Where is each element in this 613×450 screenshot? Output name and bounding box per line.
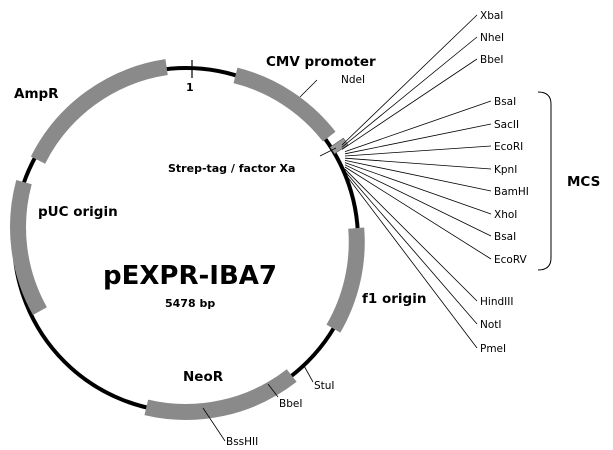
puc-origin-arc: [10, 180, 47, 316]
neor-arc: [144, 369, 297, 420]
mcs-leader-line: [344, 123, 492, 155]
cmv-promoter-label: CMV promoter: [266, 54, 376, 70]
strep-tag-label: Strep-tag / factor Xa: [168, 162, 295, 175]
plasmid-size: 5478 bp: [165, 297, 215, 310]
neor-label: NeoR: [183, 369, 224, 385]
puc-origin-label: pUC origin: [38, 204, 118, 220]
stui-label: StuI: [314, 380, 335, 392]
origin-marker: 1: [186, 81, 194, 94]
ampr-label: AmpR: [14, 86, 59, 102]
mcs-label: MCS: [567, 174, 600, 190]
mcs-site-bbei: BbeI: [480, 54, 503, 66]
mcs-site-bamhi: BamHI: [494, 186, 529, 198]
mcs-site-ecorv: EcoRV: [494, 254, 528, 266]
f1-origin-label: f1 origin: [362, 291, 426, 307]
mcs-site-pmei: PmeI: [480, 343, 506, 355]
ndei-label: NdeI: [341, 74, 365, 86]
stui-leader: [302, 363, 314, 383]
bsshii-leader: [202, 407, 226, 442]
mcs-site-kpni: KpnI: [494, 164, 517, 176]
mcs-bracket: [537, 91, 552, 271]
mcs-site-nhei: NheI: [480, 32, 504, 44]
bsshii-label: BssHII: [226, 436, 258, 448]
mcs-leader-line: [344, 173, 478, 349]
mcs-leader-line: [341, 14, 478, 146]
bbei-lower-leader: [267, 383, 279, 398]
mcs-site-bsai-1: BsaI: [494, 96, 516, 108]
mcs-leader-line: [344, 171, 478, 325]
mcs-leader-line: [344, 164, 492, 237]
mcs-leader-line: [344, 100, 492, 152]
mcs-leader-line: [344, 168, 478, 302]
mcs-leader-line: [344, 157, 492, 170]
mcs-site-noti: NotI: [480, 319, 502, 331]
mcs-leader-line: [341, 36, 478, 148]
mcs-leader-line: [344, 160, 492, 192]
mcs-leader-line: [344, 166, 492, 260]
mcs-site-bsai-2: BsaI: [494, 231, 516, 243]
mcs-leader-line: [344, 162, 492, 215]
plasmid-name: pEXPR-IBA7: [103, 261, 277, 291]
ndei-leader: [299, 79, 318, 98]
mcs-site-hindiii: HindIII: [480, 296, 513, 308]
mcs-leader-line: [344, 145, 492, 157]
cmv-promoter-arc: [233, 67, 336, 142]
mcs-site-xbai: XbaI: [480, 10, 503, 22]
mcs-site-ecori: EcoRI: [494, 141, 523, 153]
mcs-site-xhoi: XhoI: [494, 209, 517, 221]
ampr-arc: [30, 59, 168, 164]
bbei-lower-label: BbeI: [279, 398, 302, 410]
mcs-site-sacii: SacII: [494, 119, 519, 131]
f1-origin-arc: [326, 227, 365, 333]
strep-tag-leader: [319, 147, 337, 157]
mcs-leader-line: [341, 58, 478, 150]
